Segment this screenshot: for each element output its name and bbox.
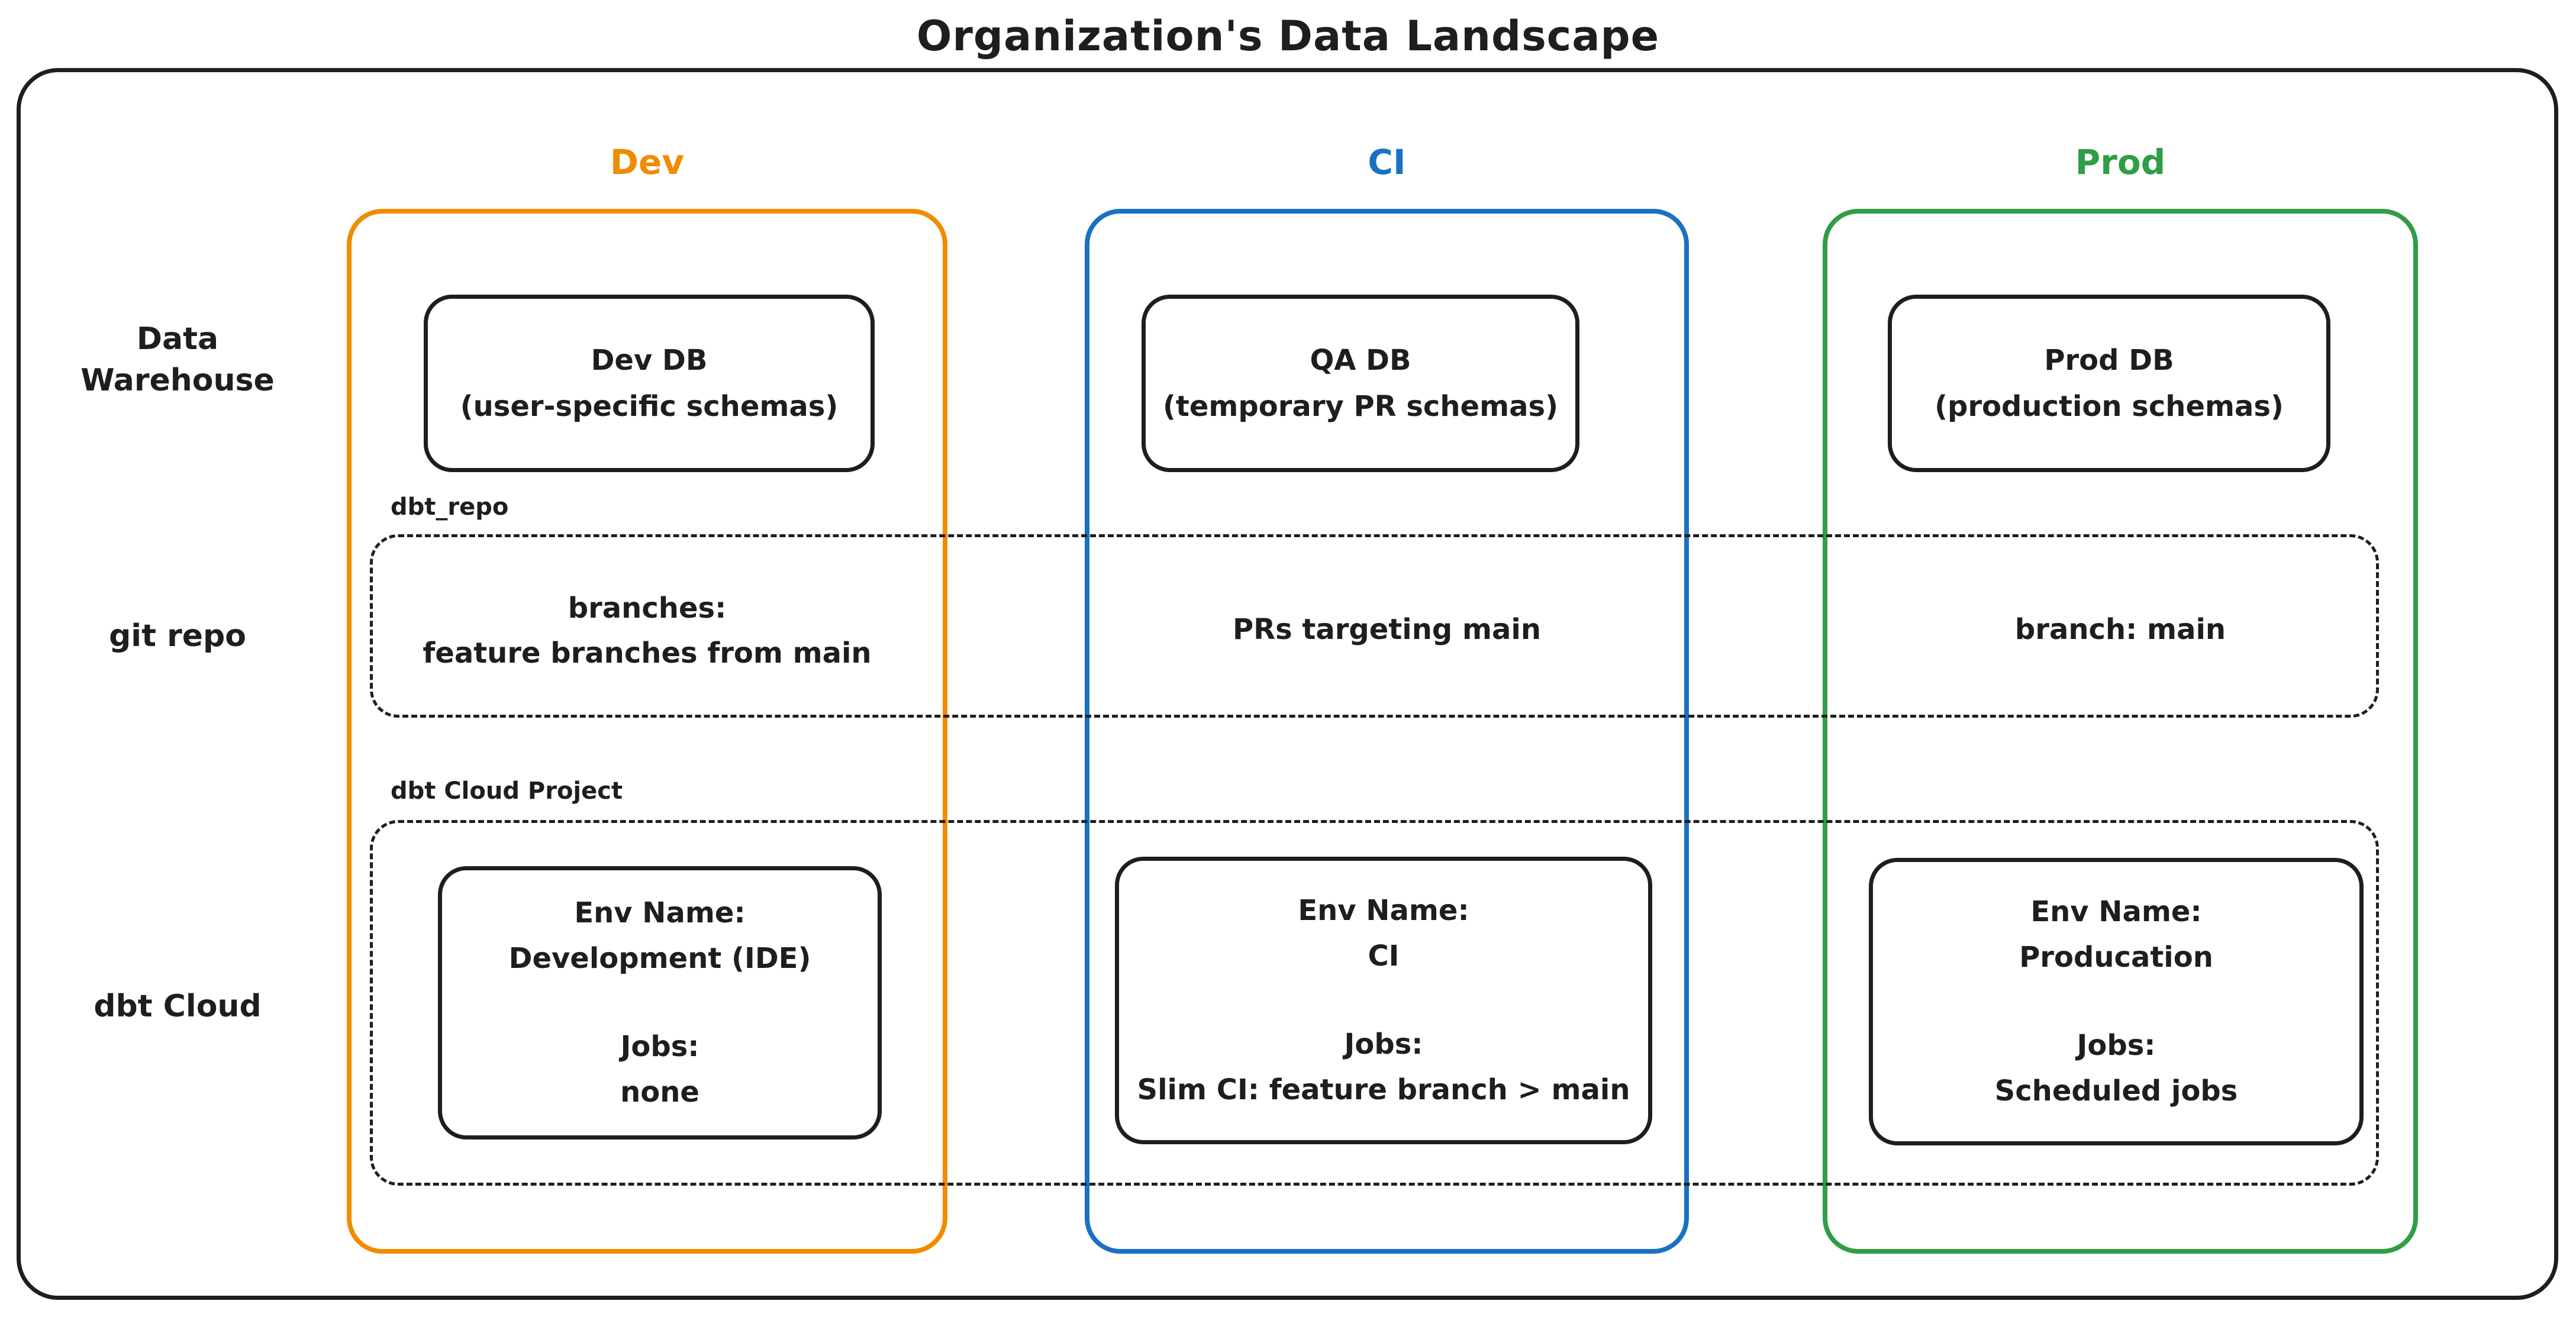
git-ci-prs-text: PRs targeting main [1232,613,1541,646]
git-prod-branch-text: branch: main [2014,613,2226,646]
dev-jobs-value: none [620,1076,699,1109]
git-dev-branches-line2: feature branches from main [423,637,872,670]
outer-frame [17,68,2558,1300]
ci-env-name-value: CI [1368,940,1400,973]
qa-db-box: QA DB (temporary PR schemas) [1142,295,1579,472]
dev-env-name-value: Development (IDE) [508,942,811,975]
prod-env-name-label: Env Name: [2030,895,2202,928]
dev-environment-box: Env Name: Development (IDE) Jobs: none [438,866,882,1140]
dev-column-frame [347,209,947,1254]
row-label-git-repo: git repo [109,618,246,654]
column-header-prod: Prod [2075,142,2166,182]
row-label-dbt-cloud: dbt Cloud [94,989,262,1024]
prod-environment-box: Env Name: Producation Jobs: Scheduled jo… [1869,858,2364,1145]
prod-jobs-label: Jobs: [2077,1029,2156,1062]
row-label-data-warehouse: Data Warehouse [24,318,331,401]
ci-environment-box: Env Name: CI Jobs: Slim CI: feature bran… [1115,857,1652,1144]
qa-db-name: QA DB [1310,344,1411,377]
prod-db-name: Prod DB [2044,344,2174,377]
dbt-cloud-project-dashed-box [370,820,2379,1186]
dev-jobs-label: Jobs: [620,1030,699,1063]
ci-column-frame [1085,209,1689,1254]
row-label-data-warehouse-line1: Data [136,321,219,357]
prod-db-box: Prod DB (production schemas) [1888,295,2330,472]
qa-db-schemas: (temporary PR schemas) [1162,390,1559,423]
dev-db-name: Dev DB [591,344,708,377]
dbt-repo-dashed-box [370,534,2379,718]
dev-db-schemas: (user-specific schemas) [460,390,839,423]
ci-jobs-value: Slim CI: feature branch > main [1137,1073,1630,1106]
row-label-data-warehouse-line2: Warehouse [80,363,275,398]
dbt-repo-group-label: dbt_repo [391,493,509,521]
git-dev-branches-text: branches: feature branches from main [347,586,947,676]
column-header-dev: Dev [610,142,685,182]
prod-db-schemas: (production schemas) [1935,390,2284,423]
column-header-ci: CI [1368,142,1406,182]
git-dev-branches-line1: branches: [568,592,727,625]
ci-env-name-label: Env Name: [1298,894,1469,927]
dev-db-box: Dev DB (user-specific schemas) [424,295,875,472]
dbt-cloud-project-group-label: dbt Cloud Project [391,777,623,805]
prod-column-frame [1823,209,2418,1254]
prod-jobs-value: Scheduled jobs [1994,1074,2238,1108]
prod-env-name-value: Producation [2019,941,2213,974]
diagram-title: Organization's Data Landscape [916,12,1660,60]
dev-env-name-label: Env Name: [574,896,746,929]
ci-jobs-label: Jobs: [1344,1028,1423,1061]
